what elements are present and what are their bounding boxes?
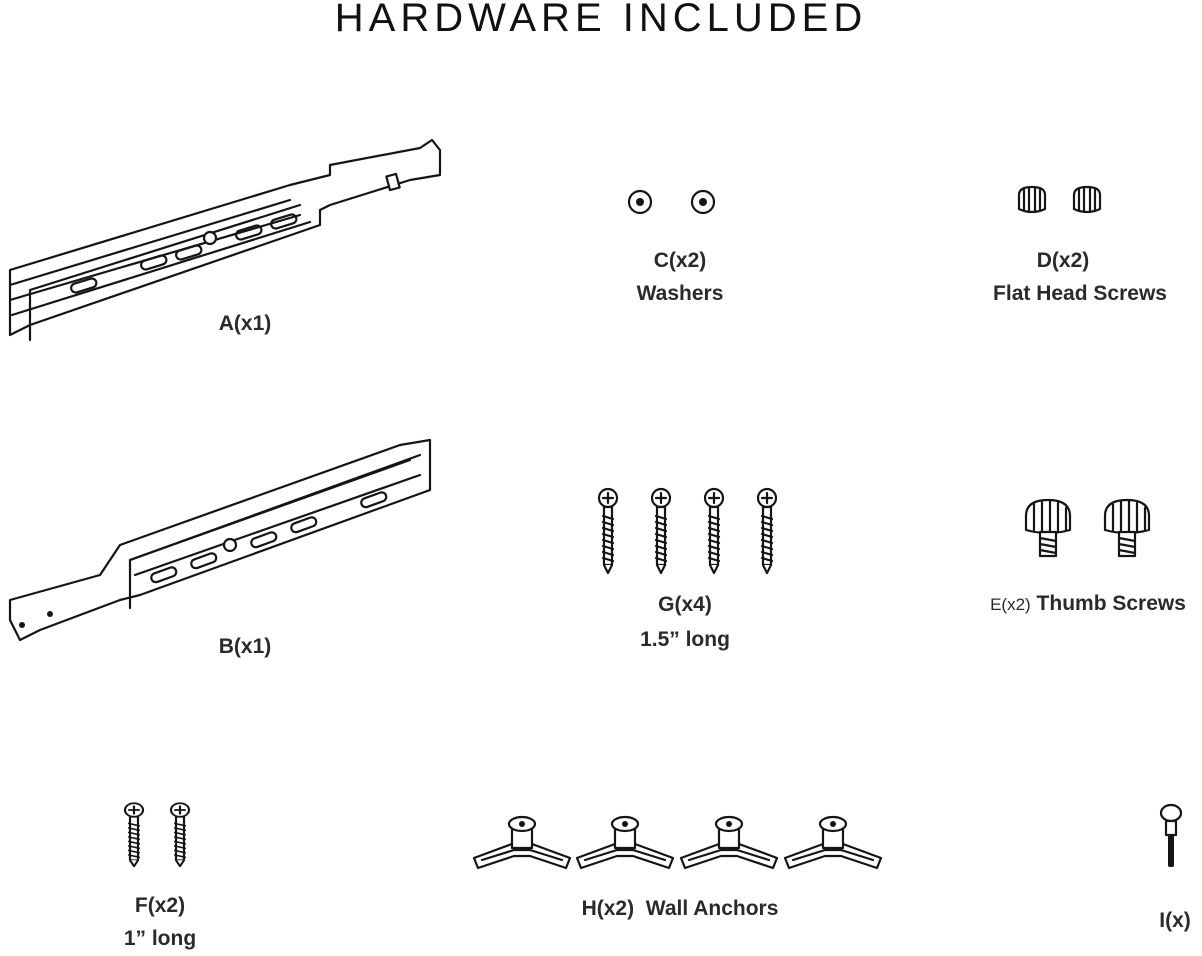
part-a-label: A(x1): [218, 312, 272, 335]
part-h-label: H(x2): [581, 897, 635, 920]
part-e-caption: E(x2) Thumb Screws: [990, 592, 1186, 616]
page-title: HARDWARE INCLUDED: [334, 0, 868, 40]
long-screw-g-drawings: [597, 487, 778, 575]
part-d-name: Flat Head Screws: [993, 282, 1167, 305]
part-c-label: C(x2): [653, 249, 707, 272]
bracket-b-drawing: [8, 438, 432, 642]
part-e-label: E(x2): [990, 595, 1031, 614]
part-g-name: 1.5” long: [640, 628, 730, 651]
part-b-label: B(x1): [218, 635, 272, 658]
wall-anchor-drawings: [472, 815, 883, 870]
bracket-a-drawing: [8, 138, 442, 342]
part-f-label: F(x2): [134, 894, 186, 917]
part-f-name: 1” long: [123, 927, 197, 950]
part-d-label: D(x2): [1036, 249, 1090, 272]
part-h-name: Wall Anchors: [645, 897, 779, 920]
part-g-label: G(x4): [658, 593, 712, 616]
bolt-i-drawing: [1159, 803, 1183, 867]
part-h-caption: H(x2) Wall Anchors: [582, 897, 779, 921]
flat-head-screw-drawings: [1017, 185, 1102, 214]
part-i-label: I(x): [1159, 909, 1191, 932]
thumb-screw-drawings: [1024, 498, 1151, 558]
short-screw-f-drawings: [123, 802, 191, 868]
part-e-name: Thumb Screws: [1036, 592, 1186, 615]
part-c-name: Washers: [636, 282, 724, 305]
washer-drawings: [627, 189, 716, 215]
